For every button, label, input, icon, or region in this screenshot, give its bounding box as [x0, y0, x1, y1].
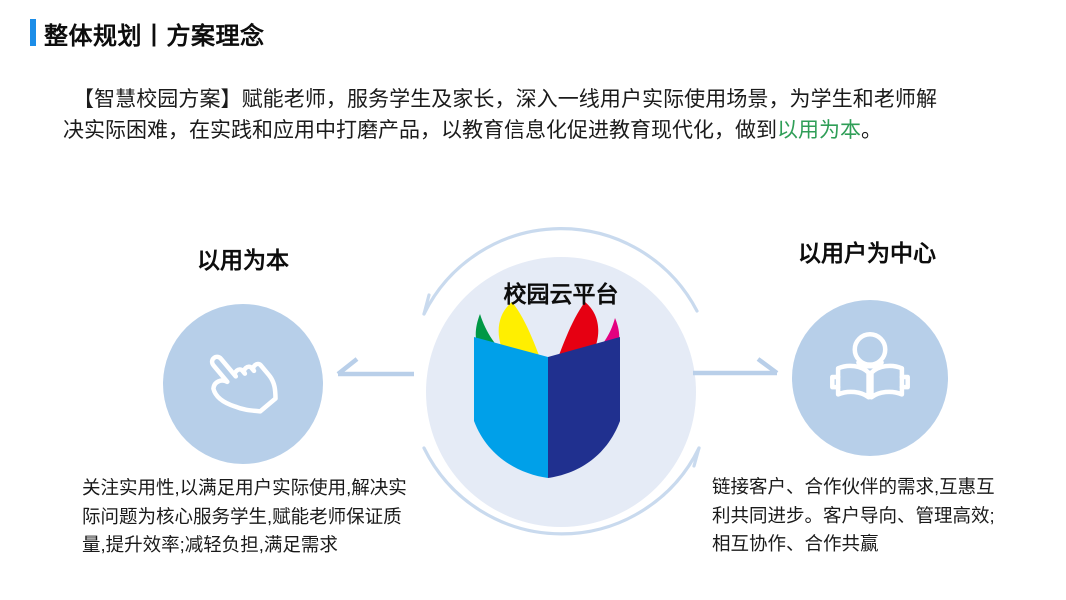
- intro-suffix: 。: [861, 119, 882, 142]
- intro-text: 【智慧校园方案】赋能老师，服务学生及家长，深入一线用户实际使用场景，为学生和老师…: [63, 88, 937, 142]
- arrow-right-icon: [693, 357, 779, 376]
- cycle-ring-top-arrowhead: [422, 293, 431, 316]
- cycle-ring-bottom-arc: [422, 446, 701, 536]
- cycle-ring-icon: [422, 227, 701, 536]
- page-title: 整体规划丨方案理念: [44, 23, 265, 50]
- book-cover-right: [548, 337, 620, 478]
- cycle-ring-top-arc: [422, 227, 699, 316]
- title-accent-bar: [30, 19, 36, 46]
- book-cover-left: [474, 337, 548, 478]
- reader-book-left-tab: [830, 374, 841, 390]
- left-description: 关注实用性,以满足用户实际使用,解决实际问题为核心服务学生,赋能老师保证质量,提…: [82, 477, 407, 555]
- cycle-ring-bottom-arrowhead: [692, 446, 701, 468]
- intro-highlight: 以用为本: [777, 119, 861, 142]
- center-label: 校园云平台: [503, 281, 619, 307]
- intro-paragraph: 【智慧校园方案】赋能老师，服务学生及家长，深入一线用户实际使用场景，为学生和老师…: [63, 84, 937, 146]
- right-heading: 以用户为中心: [798, 240, 936, 266]
- reader-book-left-page: [835, 363, 871, 400]
- open-book-icon: [474, 302, 620, 478]
- arrow-left-icon: [336, 357, 414, 377]
- person-reading-icon: [830, 331, 910, 400]
- reader-book-right-tab: [899, 374, 910, 390]
- reader-book-right-page: [869, 363, 905, 400]
- hand-pointer-icon: [209, 354, 278, 414]
- right-description: 链接客户、合作伙伴的需求,互惠互利共同进步。客户导向、管理高效;相互协作、合作共…: [712, 476, 995, 554]
- reader-collar: [856, 360, 884, 369]
- left-circle: [163, 304, 323, 464]
- left-heading: 以用为本: [197, 247, 289, 273]
